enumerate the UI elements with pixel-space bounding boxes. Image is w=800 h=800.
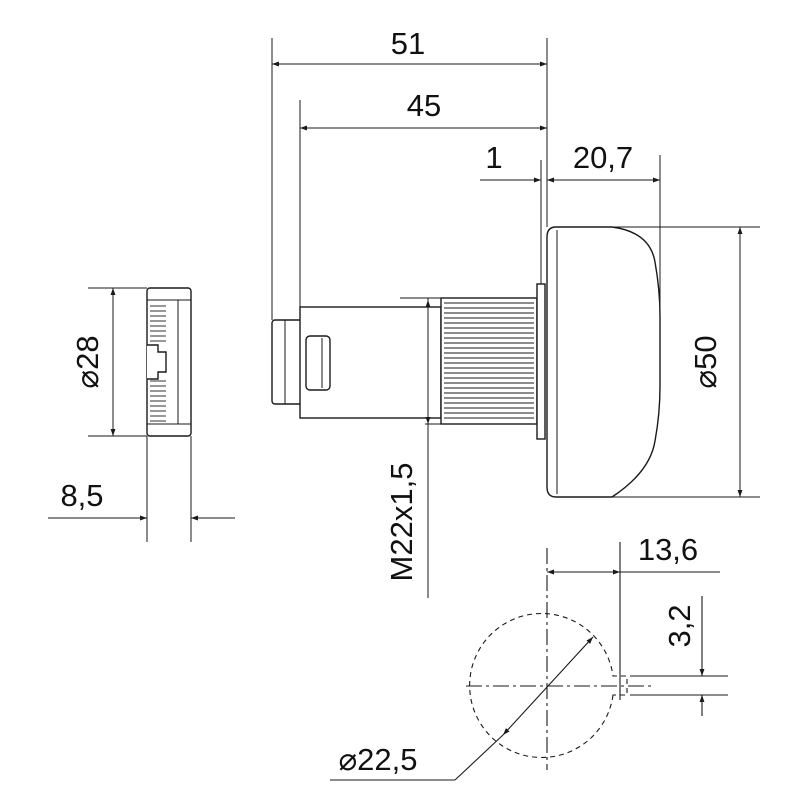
rear-plug [271,319,303,405]
dim-body-length: 45 [407,88,441,123]
dim-thread: M22x1,5 [384,463,419,582]
dim-cutout-width: 13,6 [638,532,698,567]
dim-head-depth: 20,7 [573,140,633,175]
threaded-section [440,297,538,425]
body-slot [305,335,331,391]
dim-overall-length: 51 [391,26,425,61]
dim-gap: 1 [485,140,502,175]
dim-head-diameter: ⌀50 [688,335,723,388]
dim-nut-thickness: 8,5 [60,478,103,513]
cutout-outline [469,612,628,759]
dimension-lines [48,38,760,598]
mushroom-head [546,226,661,498]
panel-cutout [330,542,728,781]
thread-lines [444,302,534,419]
flange-collar [536,283,546,440]
nut-side-view [146,287,192,437]
dim-nut-diameter: ⌀28 [70,335,105,388]
button-side-view [271,226,661,498]
nut-knurling [150,305,166,422]
dim-key-width: 3,2 [662,604,697,647]
dim-hole-diameter: ⌀22,5 [339,742,418,777]
